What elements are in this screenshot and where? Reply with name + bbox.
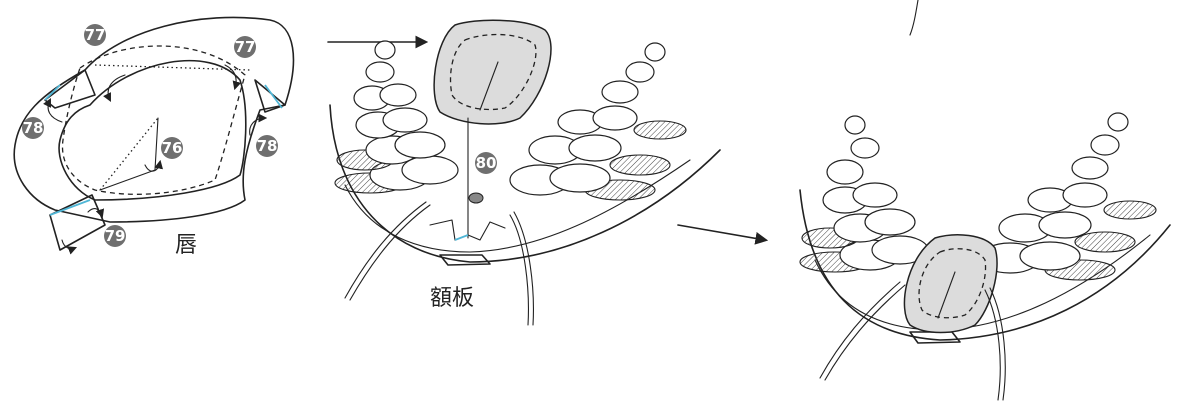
f-feather-right-4 [1039,212,1091,238]
whisker-right [510,215,528,325]
lip-inner-outline [59,61,246,200]
step-badge-79: 79 [104,225,126,247]
step-badge-77-left: 77 [84,24,106,46]
whisker-left-2 [345,202,426,298]
f-feather-left-9 [845,116,865,134]
svg-text:80: 80 [476,154,497,172]
feather-left-9 [366,62,394,82]
svg-text:77: 77 [235,38,256,56]
finished-whisker-left [825,285,905,380]
lip-fold-dashed-ring [62,46,245,194]
feather-right-4 [569,135,621,161]
whisker-left [350,205,430,300]
f-feather-right-2 [1020,242,1080,270]
step-badge-77-right: 77 [234,36,256,58]
step-badge-78-right: 78 [256,135,278,157]
step-badge-76: 76 [161,137,183,159]
step-badge-80: 80 [475,152,497,174]
f-feather-right-9 [1108,113,1128,131]
feather-left-8 [380,84,416,106]
finished-right-feathers [980,113,1156,280]
step-badge-78-left: 78 [22,117,44,139]
feather-left-4 [395,132,445,158]
svg-text:78: 78 [257,137,278,155]
f-feather-right-6 [1063,183,1107,207]
finished-head-diagram [800,113,1170,400]
f-feather-left-8 [851,138,879,158]
lip-left-flap-accent [45,85,60,100]
fold-arrow-76 [145,162,160,171]
f-feather-left-7 [827,160,863,184]
lip-fold-diagram: 77 77 78 78 76 79 唇 [14,17,293,258]
svg-text:78: 78 [23,119,44,137]
svg-text:77: 77 [85,26,106,44]
f-feather-right-8 [1091,135,1119,155]
feather-right-7 [602,81,638,103]
feather-right-2 [550,164,610,192]
head-bottom-tab [440,255,490,265]
top-edge-line [910,0,918,35]
feather-base-right-2 [610,155,670,175]
f-feather-base-right-2 [1075,232,1135,252]
f-feather-right-7 [1072,157,1108,179]
lip-bottom-flap [50,195,105,250]
feather-left-6 [383,108,427,132]
svg-text:79: 79 [105,227,126,245]
feather-left-10 [375,41,395,59]
head-assembly-diagram: 80 額板 [330,20,720,325]
center-notch-accent [455,235,468,240]
forehead-plate-label: 額板 [430,286,474,311]
f-feather-left-4 [865,209,915,235]
lip-label: 唇 [175,233,197,258]
finished-whisker-right-2 [990,288,1005,400]
feather-base-right-3 [634,121,686,139]
svg-text:76: 76 [162,139,183,157]
f-feather-left-6 [853,183,897,207]
lip-left-flap [45,70,95,108]
forehead-plate-floating [434,20,551,124]
flow-arrow-2 [678,225,765,240]
feather-right-8 [626,62,654,82]
feather-right-6 [593,106,637,130]
attachment-point [469,193,483,203]
lip-right-flap-accent [265,85,282,108]
finished-left-feathers [800,116,928,272]
feather-right-9 [645,43,665,61]
f-feather-base-right-3 [1104,201,1156,219]
